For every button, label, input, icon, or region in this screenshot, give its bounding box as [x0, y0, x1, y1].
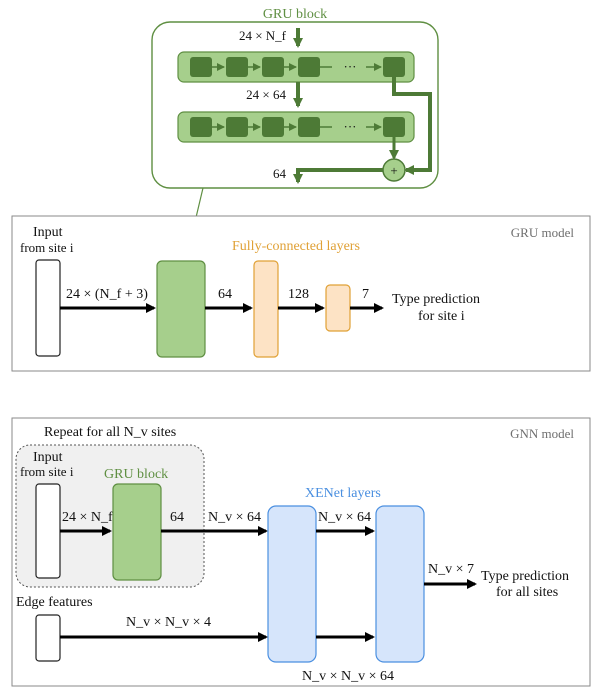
- gnn-model-panel: GNN model Repeat for all N_v sites Input…: [11, 417, 591, 687]
- gru-model-frame: [11, 215, 591, 372]
- gru-row-2-cells: ···: [190, 117, 405, 137]
- gru-model-input-label-1: Input: [33, 225, 63, 240]
- gru-model-input-label-2: from site i: [20, 240, 74, 255]
- gru-skip-connection: [392, 77, 432, 175]
- gru-model-output-1: Type prediction: [392, 292, 480, 307]
- gru-model-input-box: [35, 259, 61, 357]
- gru-model-label: GRU model: [511, 225, 575, 240]
- gru-block-title: GRU block: [263, 7, 327, 22]
- gru-row-2-ellipsis: ···: [344, 119, 357, 134]
- gnn-xenet-title: XENet layers: [305, 486, 381, 501]
- gru-model-fc-1: [253, 260, 279, 358]
- gnn-gru-block-label: GRU block: [104, 467, 168, 482]
- gru-sum-symbol: +: [390, 163, 397, 178]
- gnn-input-box: [35, 483, 61, 579]
- gru-cell: [190, 57, 212, 77]
- gru-block-detail: GRU block 24 × N_f ··· 24 × 64: [151, 7, 439, 189]
- gru-model-input-dim: 24 × (N_f + 3): [66, 287, 148, 302]
- gru-model-panel: GRU model Input from site i 24 × (N_f + …: [11, 215, 591, 372]
- gru-model-output-2: for site i: [418, 309, 465, 324]
- gru-cell: [262, 57, 284, 77]
- gru-cell: [262, 117, 284, 137]
- gru-model-fc-2: [325, 284, 351, 332]
- gnn-node-dim-2: N_v × 64: [318, 510, 371, 525]
- gnn-gru-box: [112, 483, 162, 581]
- gnn-input-dim: 24 × N_f: [62, 510, 113, 525]
- gnn-output-2: for all sites: [496, 585, 558, 600]
- gnn-repeat-label: Repeat for all N_v sites: [44, 425, 176, 440]
- gnn-input-label-1: Input: [33, 450, 63, 465]
- gnn-edge-dim-1: N_v × N_v × 4: [126, 615, 211, 630]
- gru-cell: [383, 57, 405, 77]
- gru-cell: [298, 117, 320, 137]
- gru-cell: [298, 57, 320, 77]
- gru-input-dim: 24 × N_f: [239, 28, 287, 43]
- gnn-input-label-2: from site i: [20, 464, 74, 479]
- gnn-xenet-layer-2: [375, 505, 425, 663]
- gnn-edge-box: [35, 614, 61, 662]
- gru-mid-dim: 24 × 64: [246, 87, 286, 102]
- gnn-edge-dim-2: N_v × N_v × 64: [302, 669, 394, 684]
- gru-model-fc-title: Fully-connected layers: [232, 239, 360, 254]
- gru-row-1-ellipsis: ···: [344, 59, 357, 74]
- gru-cell: [226, 117, 248, 137]
- gru-cell: [190, 117, 212, 137]
- gru-row-1-cells: ···: [190, 57, 405, 77]
- gnn-output-1: Type prediction: [481, 569, 569, 584]
- gnn-xenet-layer-1: [267, 505, 317, 663]
- gru-model-dim-2: 128: [288, 287, 309, 302]
- gru-model-dim-1: 64: [218, 287, 232, 302]
- gru-cell: [383, 117, 405, 137]
- gnn-gru-out-dim: 64: [170, 510, 184, 525]
- gnn-output-dim: N_v × 7: [428, 562, 474, 577]
- gru-output-dim: 64: [273, 166, 287, 181]
- gnn-model-label: GNN model: [510, 426, 574, 441]
- gru-cell: [226, 57, 248, 77]
- gru-model-gru-box: [156, 260, 206, 358]
- gru-model-dim-3: 7: [362, 287, 369, 302]
- gru-output-arrow: [293, 168, 383, 184]
- gnn-node-dim-1: N_v × 64: [208, 510, 261, 525]
- gnn-edge-label: Edge features: [16, 595, 93, 610]
